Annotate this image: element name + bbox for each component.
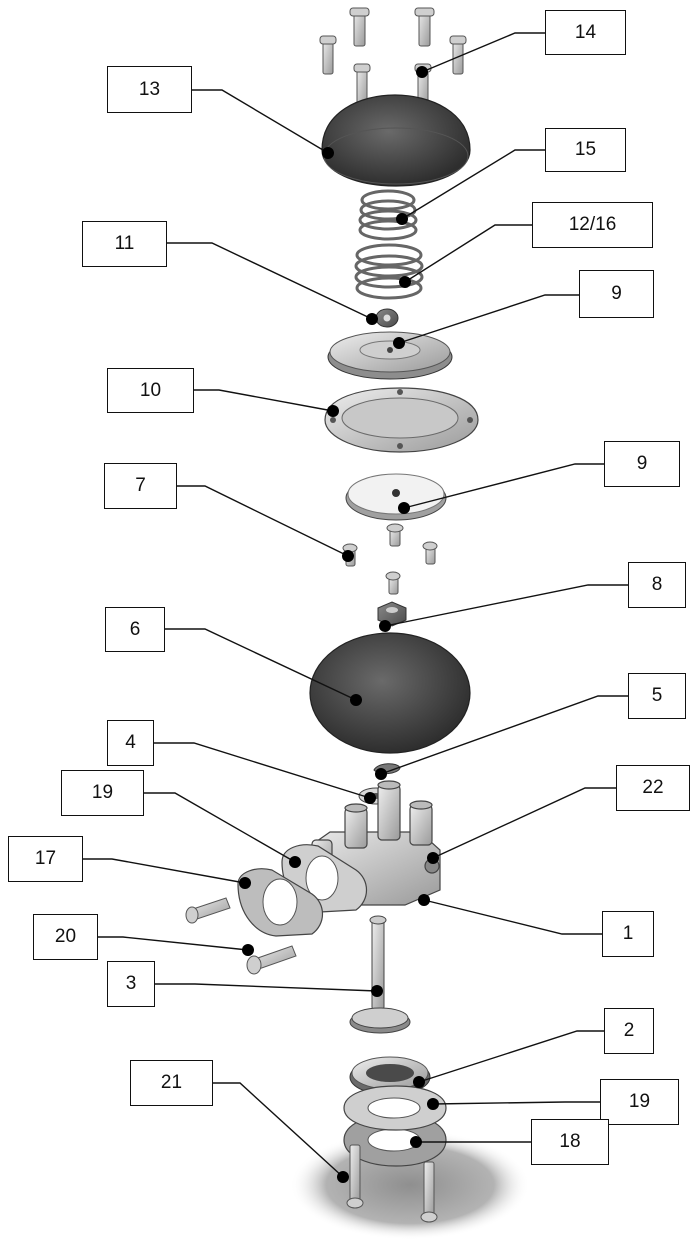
part-label-12-16: 12/16 xyxy=(532,202,653,248)
part-label-5: 5 xyxy=(628,673,686,719)
part-label-9-upper: 9 xyxy=(579,270,654,318)
leader-dots xyxy=(239,66,439,1183)
small-screws xyxy=(342,523,438,595)
diaphragm-ring xyxy=(324,387,479,453)
upper-diaphragm-plate xyxy=(327,331,453,380)
side-bolts xyxy=(185,897,297,975)
main-diaphragm xyxy=(309,632,471,754)
part-label-13: 13 xyxy=(107,66,192,113)
top-cover-dome xyxy=(321,94,471,187)
part-label-20: 20 xyxy=(33,914,98,960)
part-label-3: 3 xyxy=(107,961,155,1007)
part-label-4: 4 xyxy=(107,720,154,766)
part-label-7: 7 xyxy=(104,463,177,509)
part-label-9-lower: 9 xyxy=(604,441,680,487)
part-label-1: 1 xyxy=(602,911,654,957)
part-label-15: 15 xyxy=(545,128,626,172)
part-label-19-lower: 19 xyxy=(600,1079,679,1125)
leader-lines xyxy=(83,32,628,1178)
cover-screws xyxy=(319,7,467,109)
small-nut xyxy=(375,308,399,328)
lower-plate xyxy=(345,473,447,521)
part-label-6: 6 xyxy=(105,607,165,652)
springs xyxy=(354,189,424,300)
part-label-22: 22 xyxy=(616,765,690,811)
part-label-10: 10 xyxy=(107,368,194,413)
bottom-gasket xyxy=(343,1085,447,1131)
side-flange xyxy=(237,868,324,937)
part-label-2: 2 xyxy=(604,1008,654,1054)
bottom-bolts xyxy=(346,1144,438,1223)
part-label-19-upper: 19 xyxy=(61,770,144,816)
part-label-11: 11 xyxy=(82,221,167,267)
part-label-14: 14 xyxy=(545,10,626,55)
part-label-17: 17 xyxy=(8,836,83,882)
part-label-8: 8 xyxy=(628,562,686,608)
part-label-21: 21 xyxy=(130,1060,213,1106)
part-label-18: 18 xyxy=(531,1119,609,1165)
valve-stem xyxy=(349,915,411,1034)
